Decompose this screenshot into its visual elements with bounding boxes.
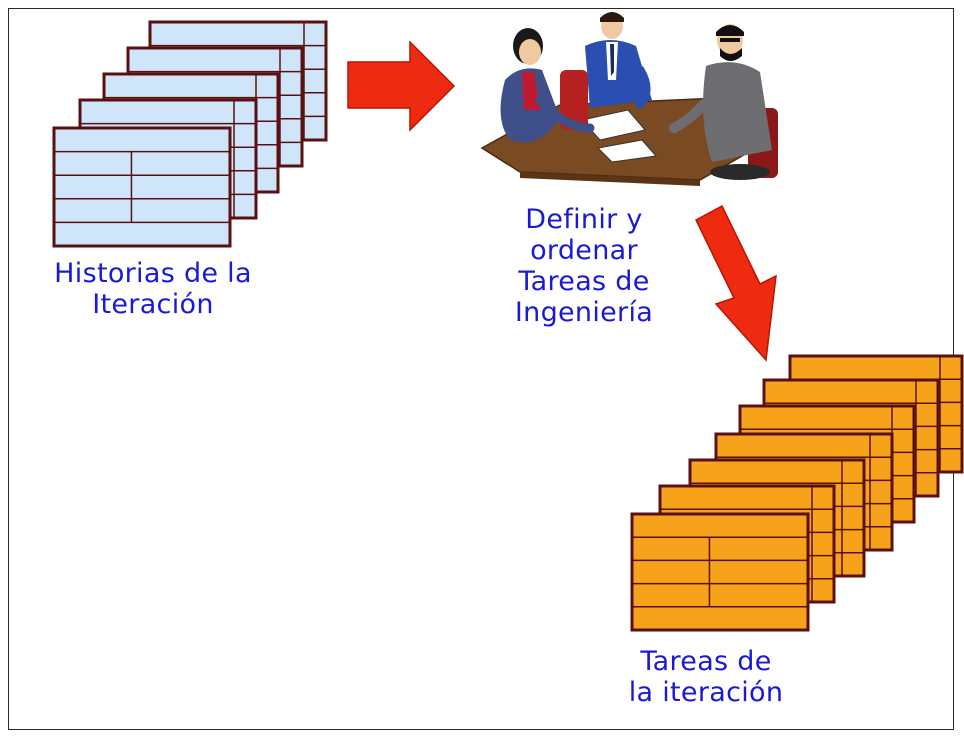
stories-label: Historias de la Iteración: [54, 258, 252, 320]
arrow-down-right-icon: [695, 204, 777, 362]
task-cards-stack: [630, 354, 964, 632]
task-card: [630, 512, 810, 632]
define-tasks-label: Definir y ordenar Tareas de Ingeniería: [514, 204, 654, 328]
iteration-tasks-label: Tareas de la iteración: [628, 646, 784, 708]
story-card: [52, 126, 232, 248]
arrow-right-icon: [347, 40, 456, 132]
story-cards-stack: [52, 20, 328, 248]
meeting-illustration: [480, 12, 778, 186]
